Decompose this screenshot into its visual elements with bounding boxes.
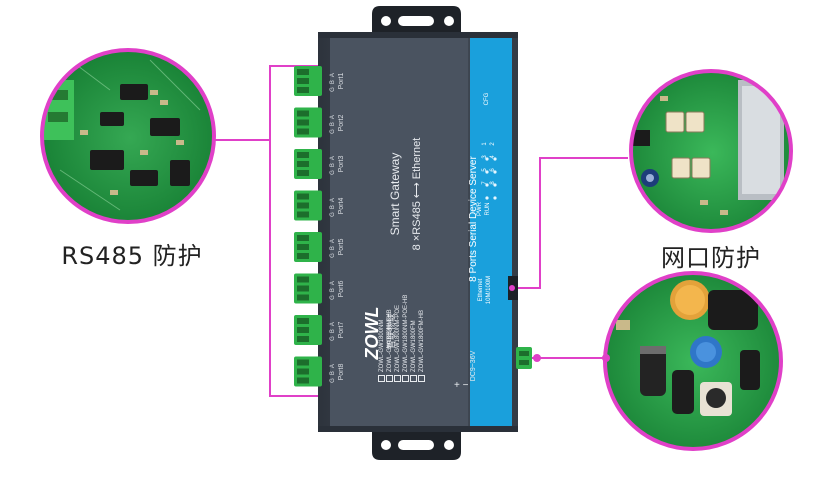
rs485-protection-caption: RS485 防护 <box>61 242 203 270</box>
led-4 <box>493 170 497 174</box>
led-1 <box>485 157 489 161</box>
led-3 <box>485 170 489 174</box>
terminal-block-8 <box>294 356 322 387</box>
power-pcb-closeup <box>605 273 781 449</box>
rs485-terminals <box>294 66 322 387</box>
model-item: ZOWL-GW1800FM <box>410 262 418 382</box>
terminal-pins-5: GBA <box>330 236 336 258</box>
terminal-block-1 <box>294 66 322 96</box>
terminal-pins-4: GBA <box>330 194 336 217</box>
power-connector <box>516 347 532 369</box>
ethernet-protection-caption: 网口防护 <box>661 244 761 272</box>
terminal-pins-8: GBA <box>330 360 336 383</box>
led-number-2: 2 <box>490 142 496 146</box>
terminal-block-7 <box>294 315 322 345</box>
callout-dot <box>533 354 541 362</box>
led-number-8: 8 <box>490 181 496 185</box>
terminal-block-4 <box>294 190 322 221</box>
led-5 <box>485 183 489 187</box>
led-number-4: 4 <box>490 155 496 159</box>
model-item: ZOWL-GW1800NM-POE-HB <box>402 262 410 382</box>
terminal-pins-6: GBA <box>330 277 336 300</box>
mounting-ears <box>372 6 461 460</box>
ethernet-speed: 10M/100M <box>486 275 492 305</box>
terminal-block-6 <box>294 273 322 304</box>
led-indicators <box>485 157 497 200</box>
led-8 <box>493 196 497 200</box>
gateway-body <box>318 32 518 432</box>
terminal-pins-2: GBA <box>330 111 336 134</box>
terminal-pins-3: GBA <box>330 153 336 175</box>
run-label: RUN <box>485 202 491 216</box>
terminal-block-3 <box>294 149 322 179</box>
rs485-pcb-closeup <box>42 50 214 222</box>
power-polarity: + − <box>454 380 469 391</box>
led-2 <box>493 157 497 161</box>
terminal-block-5 <box>294 232 322 262</box>
led-6 <box>493 183 497 187</box>
terminal-block-2 <box>294 107 322 138</box>
led-number-6: 6 <box>490 168 496 172</box>
product-line-label: Smart Gateway <box>388 152 402 236</box>
terminal-pins-7: GBA <box>330 319 336 341</box>
model-item: ZOWL-GW1800NM <box>378 262 386 382</box>
interface-label: 8 ×RS485 ⟷ Ethernet <box>411 137 423 251</box>
model-item: ZOWL-GW1800NM-POE <box>394 262 402 382</box>
model-item: ZOWL-GW1800FM-HB <box>418 262 426 382</box>
terminal-pins-1: GBA <box>330 70 336 92</box>
cfg-label: CFG <box>484 92 490 106</box>
callout-dot <box>509 285 515 291</box>
model-item: ZOWL-GW1800NM-HB <box>386 262 394 382</box>
led-7 <box>485 196 489 200</box>
